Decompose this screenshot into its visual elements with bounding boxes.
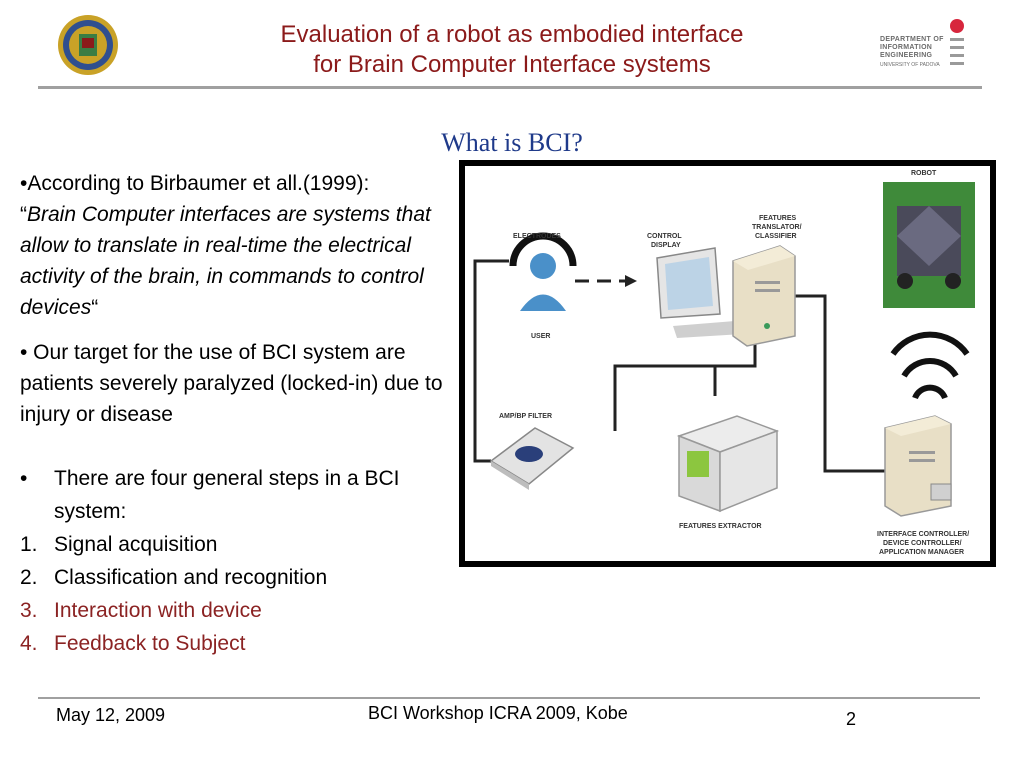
amp-filter-icon — [489, 427, 575, 490]
steps-intro: • There are four general steps in a BCI … — [20, 467, 400, 523]
user-label: USER — [531, 333, 550, 340]
controller-label: INTERFACE CONTROLLER/ — [877, 531, 969, 538]
header-divider — [38, 86, 982, 89]
title-line-1: Evaluation of a robot as embodied interf… — [280, 21, 744, 48]
definition-text: •According to Birbaumer et all.(1999): “… — [20, 168, 460, 444]
page-number: 2 — [846, 709, 857, 729]
amp-filter-label: AMP/BP FILTER — [499, 413, 552, 420]
monitor-icon — [656, 247, 743, 338]
features-extractor-device-icon — [676, 415, 780, 513]
footer-event: BCI Workshop ICRA 2009, Kobe — [368, 703, 628, 723]
university-seal-logo — [57, 14, 119, 76]
control-display-label-2: DISPLAY — [651, 242, 681, 249]
features-label: FEATURES — [759, 215, 797, 222]
steps-list: • There are four general steps in a BCI … — [20, 462, 460, 660]
department-logo: DEPARTMENT OF INFORMATION ENGINEERING UN… — [880, 18, 970, 72]
features-label-2: TRANSLATOR/ — [752, 224, 802, 231]
electrodes-label: ELECTRODES — [513, 233, 561, 240]
features-label-3: CLASSIFIER — [755, 233, 797, 240]
department-mark-icon — [950, 19, 964, 65]
bullet-target: • Our target for the use of BCI system a… — [20, 341, 443, 426]
features-translator-pc-icon — [732, 245, 796, 347]
arrow-head-icon — [625, 275, 637, 287]
robot-photo — [883, 182, 975, 308]
slide-title: Evaluation of a robot as embodied interf… — [180, 20, 844, 80]
features-extractor-label: FEATURES EXTRACTOR — [679, 523, 762, 530]
wireless-signal-icon — [890, 331, 970, 400]
definition-quote: Brain Computer interfaces are systems th… — [20, 203, 431, 319]
controller-label-3: APPLICATION MANAGER — [879, 549, 964, 556]
controller-label-2: DEVICE CONTROLLER/ — [883, 540, 962, 547]
department-logo-text: DEPARTMENT OF INFORMATION ENGINEERING — [880, 36, 944, 59]
bci-system-diagram: ELECTRODES USER CONTROL DISPLAY FEATURES… — [459, 160, 996, 567]
interface-controller-pc-icon — [884, 415, 952, 517]
footer-divider — [38, 697, 980, 699]
section-heading: What is BCI? — [441, 128, 583, 157]
list-item: 4. Feedback to Subject — [20, 632, 246, 655]
title-line-2: for Brain Computer Interface systems — [313, 51, 711, 78]
footer-date: May 12, 2009 — [56, 705, 166, 725]
list-item: 2. Classification and recognition — [20, 566, 328, 589]
bullet-definition: •According to Birbaumer et all.(1999): “… — [20, 172, 431, 319]
robot-label: ROBOT — [911, 170, 937, 177]
electrodes-user-icon — [509, 232, 577, 311]
control-display-label: CONTROL — [647, 233, 682, 240]
list-item: 1. Signal acquisition — [20, 533, 218, 556]
list-item: 3. Interaction with device — [20, 599, 262, 622]
department-logo-subtext: UNIVERSITY OF PADOVA — [880, 62, 940, 68]
